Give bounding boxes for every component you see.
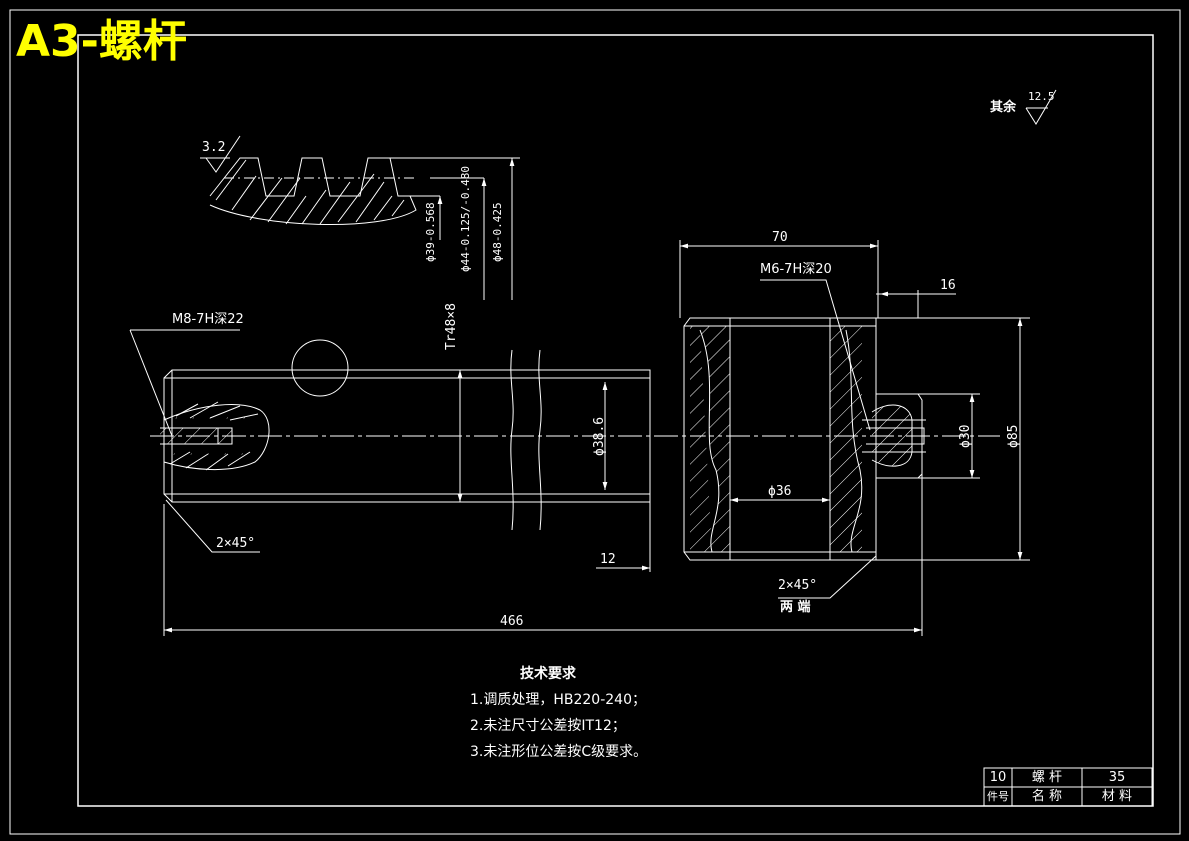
thread-dim-major: ϕ48-0.425	[491, 202, 504, 262]
thread-spec-label: Tr48×8	[444, 303, 459, 350]
outer-border	[9, 9, 1181, 835]
dia-36-label: ϕ36	[768, 484, 792, 499]
requirements-heading: 技术要求	[520, 666, 576, 682]
m6-hole-label: M6-7H深20	[760, 262, 832, 277]
dim-70-label: 70	[772, 230, 788, 245]
collar-body	[679, 240, 1030, 599]
thread-roughness-value: 3.2	[202, 140, 226, 155]
dia-30-label: ϕ30	[958, 424, 973, 448]
dia-38-6-label: ϕ38.6	[592, 416, 607, 456]
dim-12-label: 12	[600, 552, 616, 567]
surface-finish-other-label: 其余	[990, 100, 1017, 115]
title-block-header-name: 名 称	[1031, 789, 1063, 804]
title-block-header-number: 件号	[987, 790, 1009, 803]
title-block-lines	[983, 767, 1153, 807]
overall-length-label: 466	[500, 614, 524, 629]
dia-85-label: ϕ85	[1006, 424, 1021, 448]
roughness-symbol	[1025, 89, 1057, 125]
inner-border	[77, 34, 1154, 807]
chamfer-left-label: 2×45°	[216, 536, 256, 551]
m8-hole-label: M8-7H深22	[172, 312, 244, 327]
title-block-part-name: 螺 杆	[1031, 770, 1063, 785]
thread-dim-minor: ϕ39-0.568	[424, 202, 437, 262]
requirement-1: 1.调质处理，HB220-240；	[470, 692, 646, 708]
thread-dim-pitch: ϕ44-0.125/-0.480	[459, 166, 472, 272]
drawing-title: A3-螺杆	[16, 16, 187, 67]
thread-profile-detail	[200, 135, 520, 300]
screw-shaft	[129, 329, 1000, 636]
both-ends-label: 两 端	[780, 600, 811, 615]
title-block-material: 35	[1108, 770, 1126, 785]
title-block-part-number: 10	[989, 770, 1007, 785]
requirement-2: 2.未注尺寸公差按IT12；	[470, 718, 626, 734]
requirement-3: 3.未注形位公差按C级要求。	[470, 744, 648, 760]
title-block-header-material: 材 料	[1101, 789, 1133, 804]
dim-16-label: 16	[940, 278, 956, 293]
chamfer-right-label: 2×45°	[778, 578, 818, 593]
surface-finish-value: 12.5	[1028, 90, 1055, 103]
